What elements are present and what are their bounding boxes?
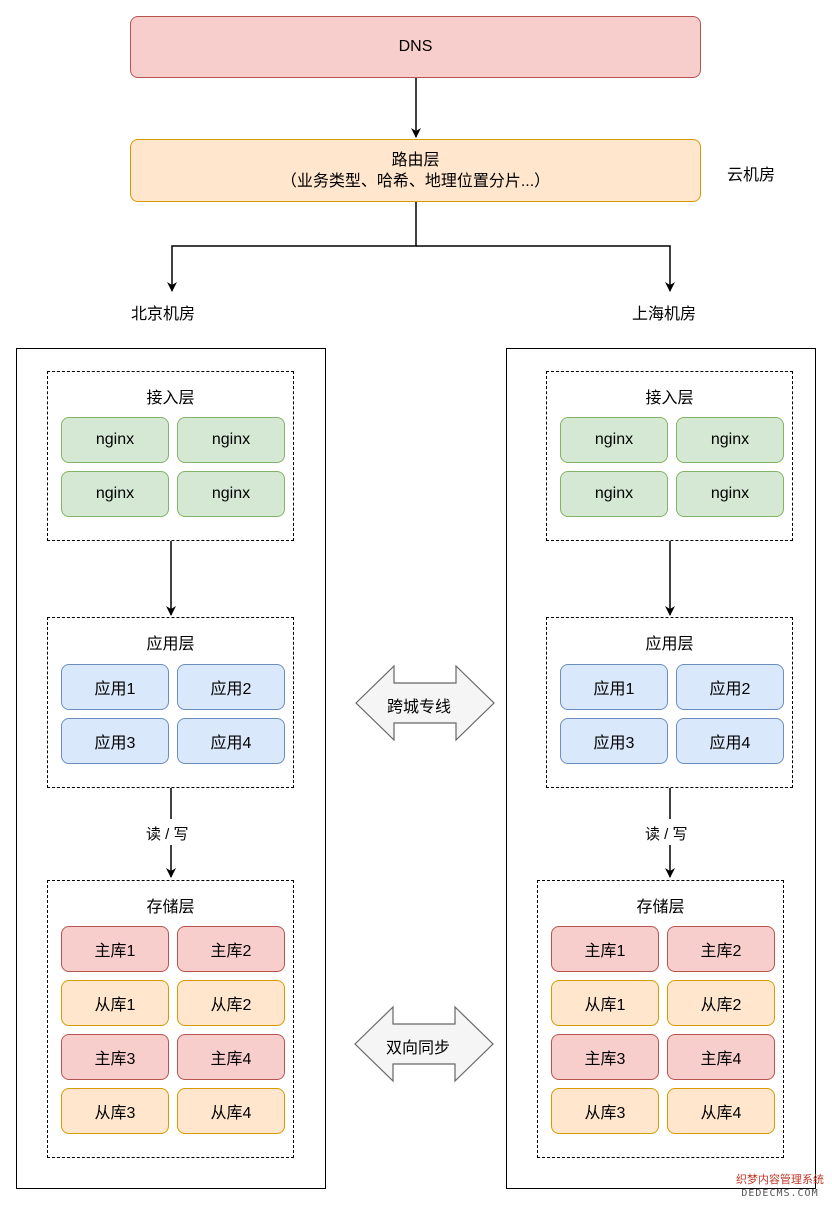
master-db-node: 主库1 [551,926,659,972]
app-node: 应用4 [177,718,285,764]
sync-double-arrow [354,1005,494,1083]
shanghai-access-layer: 接入层 [546,371,793,541]
nginx-node: nginx [177,471,285,517]
layer-title: 存储层 [636,899,685,916]
routing-layer-detail: （业务类型、哈希、地理位置分片...） [280,172,551,190]
routing-layer-box: 路由层 （业务类型、哈希、地理位置分片...） [130,139,701,202]
replica-db-node: 从库1 [551,980,659,1026]
replica-db-node: 从库4 [177,1088,285,1134]
replica-db-node: 从库3 [61,1088,169,1134]
replica-db-node: 从库4 [667,1088,775,1134]
layer-title: 接入层 [645,390,694,407]
nginx-node: nginx [61,417,169,463]
nginx-node: nginx [560,417,668,463]
cross-city-link-label: 跨城专线 [387,699,452,716]
watermark: 织梦内容管理系统 DEDECMS.COM [736,1174,824,1200]
beijing-datacenter [16,348,326,1189]
beijing-app-layer: 应用层 [47,617,294,788]
layer-title: 应用层 [146,636,195,653]
replica-db-node: 从库2 [667,980,775,1026]
shanghai-datacenter-label: 上海机房 [632,306,697,323]
arrow-router-split [167,202,417,292]
master-db-node: 主库2 [177,926,285,972]
watermark-line2: DEDECMS.COM [741,1188,819,1199]
master-db-node: 主库4 [667,1034,775,1080]
dns-box: DNS [130,16,701,78]
master-db-node: 主库4 [177,1034,285,1080]
shanghai-read-write-label: 读 / 写 [645,826,688,843]
master-db-node: 主库2 [667,926,775,972]
beijing-access-layer: 接入层 [47,371,294,541]
app-node: 应用1 [560,664,668,710]
layer-title: 应用层 [645,636,694,653]
cross-city-double-arrow [355,664,495,742]
master-db-node: 主库3 [551,1034,659,1080]
app-node: 应用2 [676,664,784,710]
dns-label: DNS [398,38,433,55]
beijing-read-write-label: 读 / 写 [146,826,189,843]
shanghai-storage-layer: 存储层 [537,880,784,1158]
master-db-node: 主库3 [61,1034,169,1080]
watermark-line1: 织梦内容管理系统 [736,1174,824,1186]
master-db-node: 主库1 [61,926,169,972]
layer-title: 存储层 [146,899,195,916]
beijing-storage-layer: 存储层 [47,880,294,1158]
cloud-datacenter-label: 云机房 [727,167,776,184]
nginx-node: nginx [61,471,169,517]
arrow-router-split-right [416,245,675,292]
routing-layer-title: 路由层 [391,151,440,169]
replica-db-node: 从库3 [551,1088,659,1134]
app-node: 应用1 [61,664,169,710]
nginx-node: nginx [676,417,784,463]
nginx-node: nginx [560,471,668,517]
app-node: 应用3 [61,718,169,764]
shanghai-datacenter [506,348,816,1189]
app-node: 应用2 [177,664,285,710]
bidirectional-sync-label: 双向同步 [386,1040,451,1057]
replica-db-node: 从库2 [177,980,285,1026]
nginx-node: nginx [177,417,285,463]
layer-title: 接入层 [146,390,195,407]
shanghai-app-layer: 应用层 [546,617,793,788]
nginx-node: nginx [676,471,784,517]
replica-db-node: 从库1 [61,980,169,1026]
app-node: 应用4 [676,718,784,764]
app-node: 应用3 [560,718,668,764]
beijing-datacenter-label: 北京机房 [131,306,196,323]
